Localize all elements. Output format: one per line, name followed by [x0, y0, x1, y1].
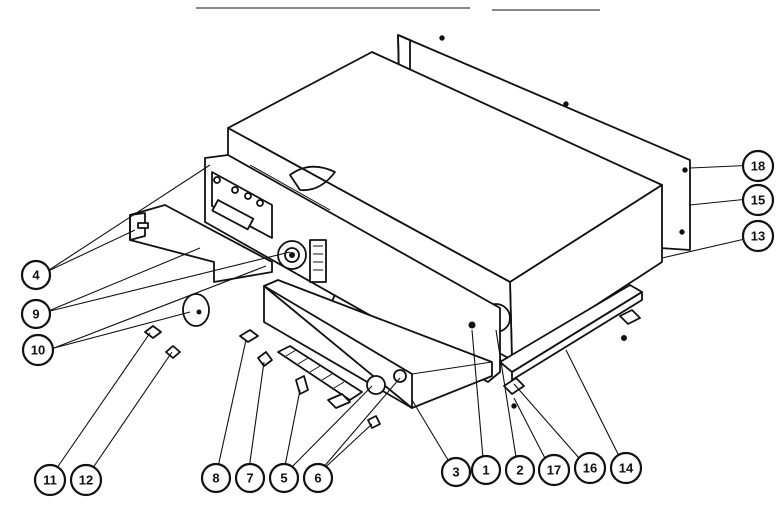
callout-7: 7: [234, 462, 266, 494]
callout-12-label: 12: [79, 473, 93, 488]
callout-7-label: 7: [246, 471, 253, 486]
side-bracket: [129, 204, 273, 283]
callout-1: 1: [470, 454, 502, 486]
callout-9: 9: [20, 298, 52, 330]
callout-9-label: 9: [32, 307, 39, 322]
callout-10-label: 10: [31, 343, 45, 358]
callout-18-label: 18: [751, 159, 765, 174]
callout-4: 4: [20, 259, 52, 291]
callout-16-label: 16: [583, 461, 597, 476]
callout-11: 11: [33, 463, 67, 497]
callout-8: 8: [200, 462, 232, 494]
callout-4-label: 4: [32, 268, 40, 283]
callout-14: 14: [609, 451, 643, 485]
callout-16: 16: [573, 451, 607, 485]
callout-3-label: 3: [452, 465, 459, 480]
small-knobs: [144, 325, 181, 359]
callout-5-label: 5: [280, 471, 287, 486]
callout-13-label: 13: [751, 229, 765, 244]
knob-disc: [182, 293, 210, 327]
callout-15: 15: [741, 183, 775, 217]
feet-screws: [503, 377, 525, 409]
callout-1-label: 1: [482, 463, 489, 478]
callout-6-label: 6: [314, 471, 321, 486]
front-panel-frame: [204, 154, 501, 383]
callout-13: 13: [741, 219, 775, 253]
control-panel-board: [263, 279, 493, 409]
scan-marks: [196, 7, 600, 11]
callout-6: 6: [302, 462, 334, 494]
bottom-rail: [499, 284, 643, 381]
callout-3: 3: [440, 456, 472, 488]
callout-8-label: 8: [212, 471, 219, 486]
callout-15-label: 15: [751, 193, 765, 208]
callout-10: 10: [21, 333, 55, 367]
callout-5: 5: [268, 462, 300, 494]
callout-11-label: 11: [43, 473, 57, 488]
button-strip: [239, 329, 381, 429]
callout-14-label: 14: [619, 461, 634, 476]
callout-2: 2: [504, 454, 536, 486]
callout-18: 18: [741, 149, 775, 183]
callout-17-label: 17: [547, 463, 561, 478]
callout-12: 12: [69, 463, 103, 497]
callout-17: 17: [537, 453, 571, 487]
callout-2-label: 2: [516, 463, 523, 478]
